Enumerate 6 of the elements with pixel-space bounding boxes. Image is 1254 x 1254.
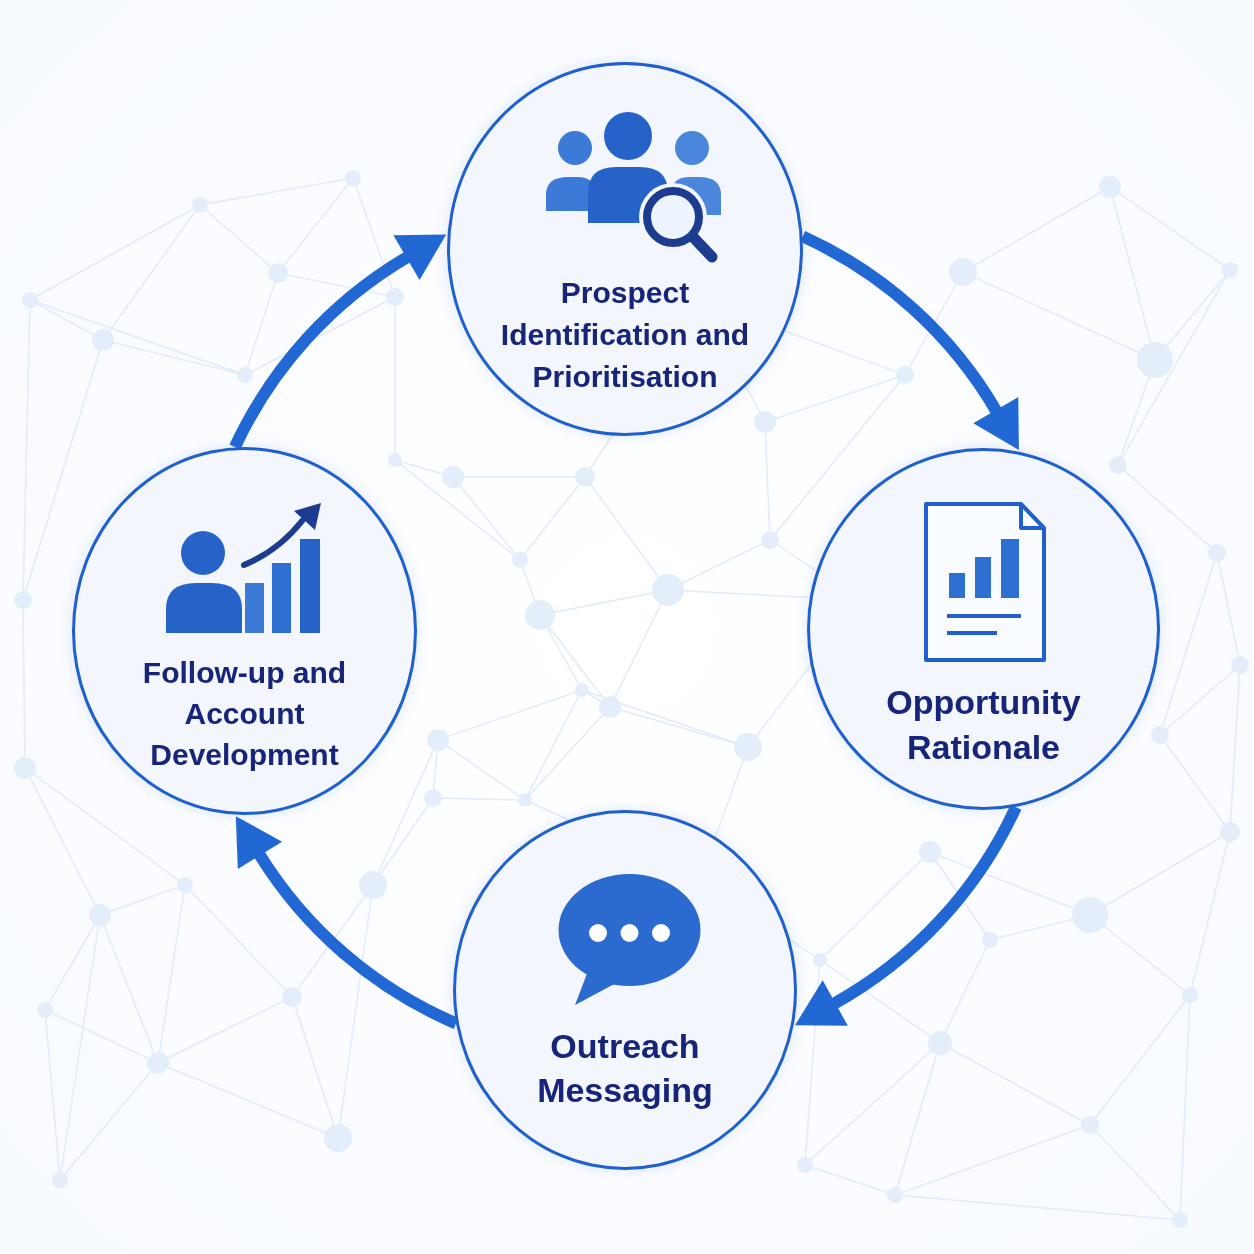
- stage-title: Opportunity Rationale: [885, 682, 1082, 768]
- stage-title: Follow-up and Account Development: [141, 655, 348, 773]
- stage-title: Outreach Messaging: [536, 1026, 714, 1111]
- stage-title: Prospect Identification and Prioritisation: [499, 275, 751, 395]
- cycle-arrow: [229, 232, 445, 450]
- cycle-arrow: [796, 804, 1022, 1028]
